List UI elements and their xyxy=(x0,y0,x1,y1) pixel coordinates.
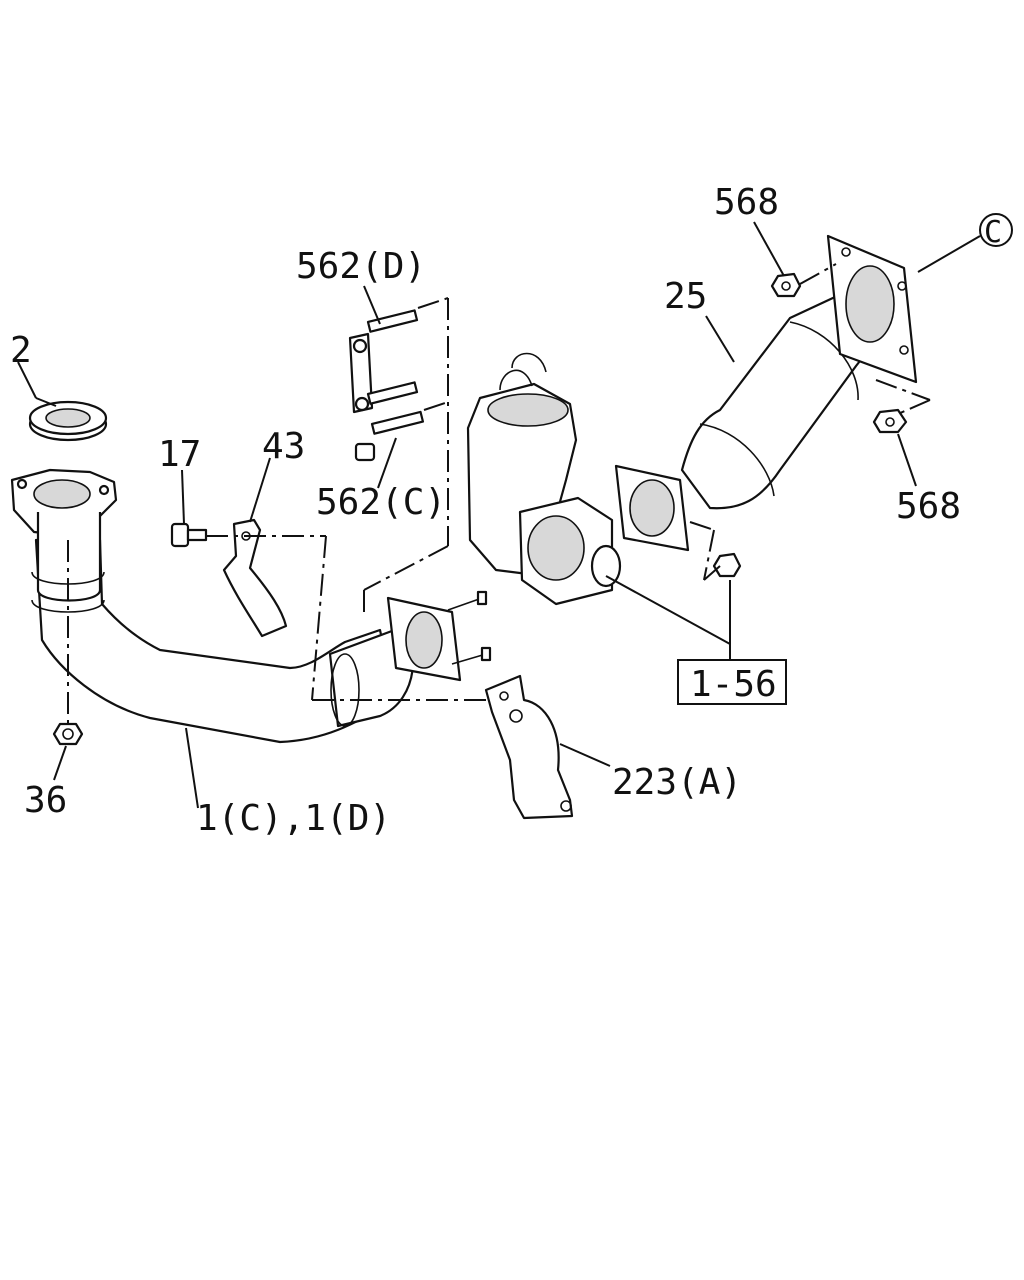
label-part-568-top: 568 xyxy=(714,182,779,223)
bolt-562d-part xyxy=(348,309,419,414)
bolt-562c-part xyxy=(354,410,425,462)
label-ref-box[interactable]: 1-56 xyxy=(690,664,777,705)
bolt-17-part xyxy=(170,522,208,548)
label-part-25: 25 xyxy=(664,276,707,317)
label-part-562c: 562(C) xyxy=(316,482,446,523)
label-part-568-bottom: 568 xyxy=(896,486,961,527)
ref-c-circle xyxy=(979,213,1013,247)
clamp-43-part xyxy=(222,518,288,638)
label-part-223a: 223(A) xyxy=(612,762,742,803)
label-part-17: 17 xyxy=(158,434,201,475)
alignment-lines xyxy=(67,263,931,724)
label-part-562d: 562(D) xyxy=(296,246,426,287)
nut-568-top-part xyxy=(770,272,802,298)
nut-568-bottom-part xyxy=(872,408,908,434)
label-part-2: 2 xyxy=(10,330,32,371)
label-part-1: 1(C),1(D) xyxy=(196,798,391,839)
label-part-43: 43 xyxy=(262,426,305,467)
nut-36-part xyxy=(52,722,84,746)
label-ref-c: C xyxy=(984,215,1002,250)
label-part-36: 36 xyxy=(24,780,67,821)
bracket-223a-part xyxy=(484,674,574,820)
exhaust-brake-valve-part xyxy=(466,352,622,606)
gasket-ring-part xyxy=(28,400,108,442)
nut-1-56-part xyxy=(712,552,742,578)
rear-pipe-25-part xyxy=(614,234,918,552)
front-pipe-part xyxy=(10,468,492,744)
ref-box-frame xyxy=(677,659,787,705)
leader-lines xyxy=(17,221,981,809)
